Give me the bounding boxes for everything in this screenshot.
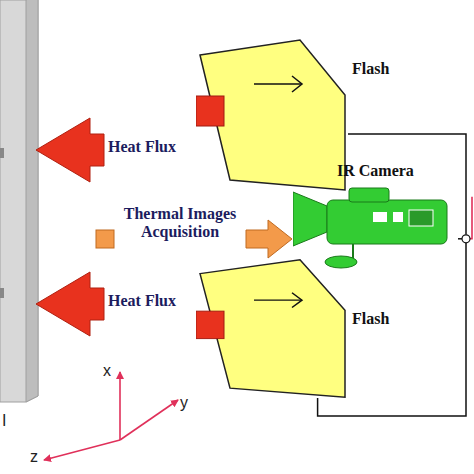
flash-label: Flash — [352, 60, 389, 78]
camera-node: IR Camera — [293, 186, 458, 274]
heat-flux-label: Heat Flux — [108, 292, 176, 310]
flash-label: Flash — [352, 310, 389, 328]
flash-lamp — [196, 258, 348, 400]
heat-flux-label: Heat Flux — [108, 138, 176, 156]
junction — [462, 235, 470, 243]
specimen-label: I — [2, 412, 6, 430]
axis-label: z — [30, 448, 38, 466]
axis-label: y — [180, 394, 188, 412]
flash-lamp — [196, 38, 348, 193]
flash-node: Flash — [196, 38, 348, 193]
camera-label: IR Camera — [337, 162, 414, 180]
acquisition-arrow — [246, 220, 292, 258]
axis-label: x — [103, 362, 111, 380]
flash-node: Flash — [196, 258, 348, 400]
acquisition-square — [96, 230, 114, 248]
output-cable — [470, 197, 472, 239]
camera-cable — [458, 238, 462, 240]
heat-flux-arrow — [36, 118, 104, 182]
axes — [44, 372, 178, 460]
specimen-slab — [0, 0, 38, 402]
heat-flux-arrow — [36, 272, 104, 336]
process-label: Thermal Images Acquisition — [121, 205, 239, 240]
ir-camera-icon — [293, 186, 458, 274]
